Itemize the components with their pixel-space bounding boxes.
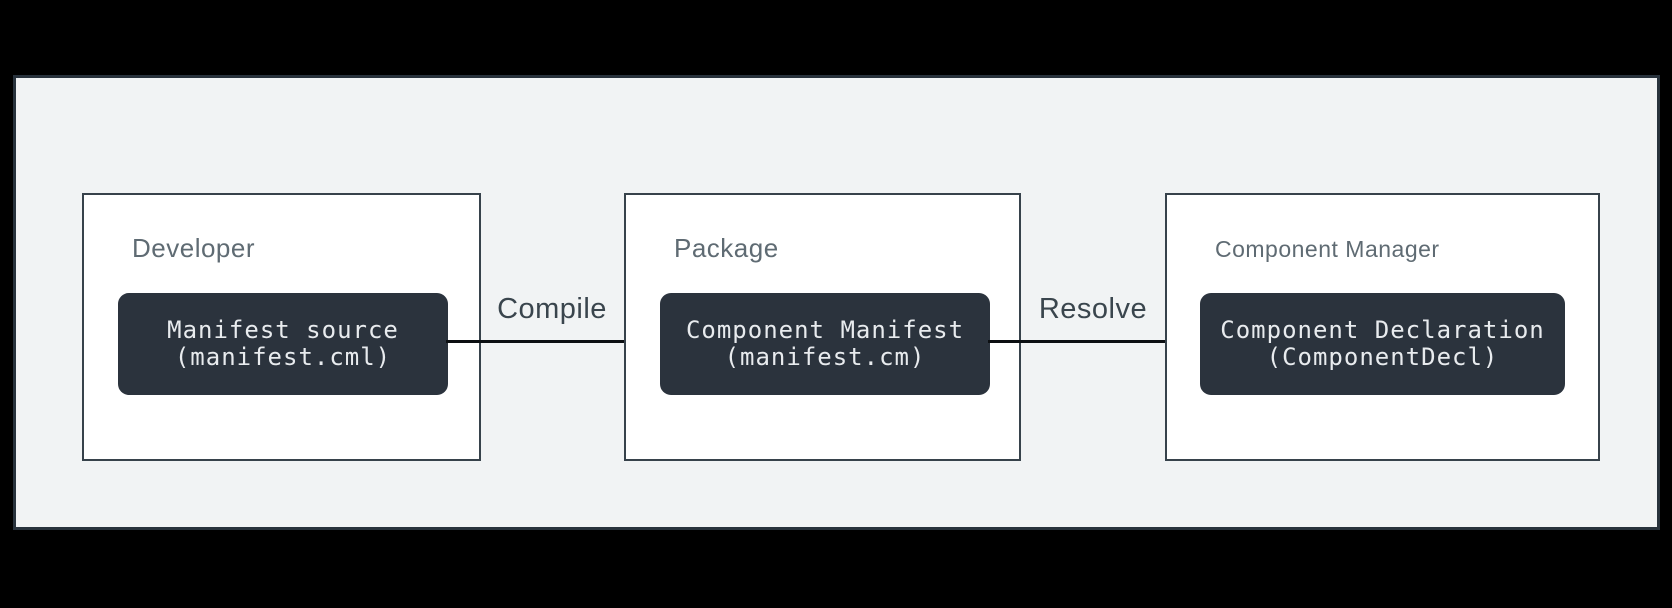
node-package: Package Component Manifest (manifest.cm) (624, 193, 1021, 461)
diagram-panel: Developer Manifest source (manifest.cml)… (13, 75, 1660, 530)
chip-component-declaration-line2: (ComponentDecl) (1266, 343, 1499, 371)
chip-manifest-source-line2: (manifest.cml) (174, 343, 392, 371)
chip-component-manifest-line1: Component Manifest (685, 316, 965, 344)
edge-line-resolve (988, 340, 1166, 343)
chip-manifest-source-line1: Manifest source (167, 316, 399, 344)
chip-component-manifest: Component Manifest (manifest.cm) (660, 293, 990, 395)
chip-component-manifest-line2: (manifest.cm) (724, 343, 926, 371)
edge-label-resolve: Resolve (1038, 293, 1148, 325)
chip-component-declaration: Component Declaration (ComponentDecl) (1200, 293, 1565, 395)
chip-manifest-source: Manifest source (manifest.cml) (118, 293, 448, 395)
edge-line-compile (446, 340, 624, 343)
node-developer-label: Developer (132, 233, 256, 263)
edge-label-compile: Compile (497, 293, 607, 325)
node-component-manager-label: Component Manager (1215, 236, 1440, 262)
chip-component-declaration-line1: Component Declaration (1220, 316, 1545, 344)
node-developer: Developer Manifest source (manifest.cml) (82, 193, 481, 461)
node-package-label: Package (674, 233, 779, 263)
node-component-manager: Component Manager Component Declaration … (1165, 193, 1600, 461)
